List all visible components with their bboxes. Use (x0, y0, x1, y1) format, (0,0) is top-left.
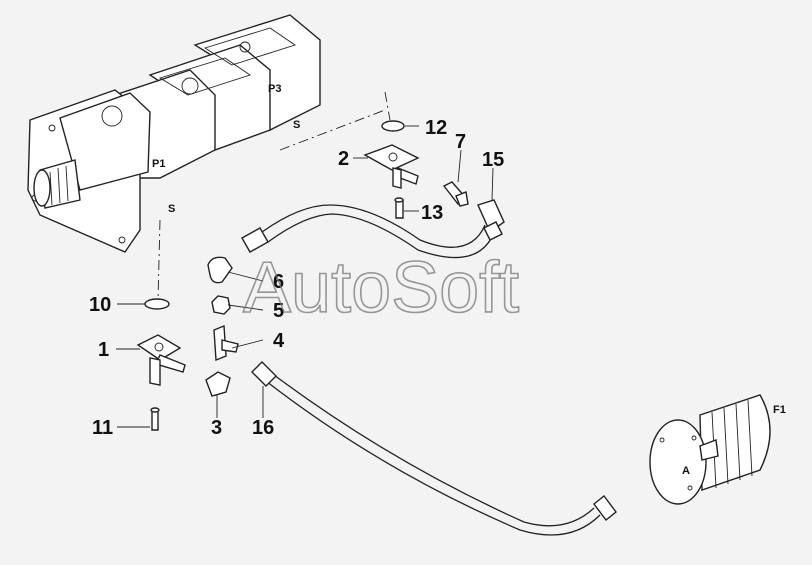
callout-7: 7 (455, 131, 466, 153)
elbow-fitting-6 (207, 256, 233, 284)
tee-fitting-4 (213, 324, 239, 362)
label-a: A (682, 465, 690, 477)
bolt-11 (150, 407, 160, 431)
label-s-upper: S (293, 119, 300, 131)
callout-4: 4 (273, 330, 285, 352)
callout-2: 2 (338, 148, 349, 170)
callout-3: 3 (211, 417, 222, 439)
bolt-13 (394, 197, 404, 219)
flange-fitting-2 (363, 144, 420, 189)
leader-lines (116, 125, 494, 428)
flange-fitting-1 (136, 334, 186, 386)
callout-6: 6 (273, 271, 284, 293)
autosoft-watermark: AutoSoft (243, 248, 519, 328)
label-p3: P3 (268, 83, 281, 95)
hose-16 (251, 361, 617, 536)
callout-15: 15 (482, 149, 504, 171)
label-f1: F1 (773, 404, 786, 416)
filter-f1 (649, 394, 771, 505)
o-ring-12 (381, 120, 405, 132)
callout-16: 16 (252, 417, 274, 439)
callout-11: 11 (92, 417, 113, 439)
component-labels: P1 P3 S S F1 A (152, 83, 786, 477)
callout-5: 5 (273, 300, 284, 322)
callout-numbers: 1 2 3 4 5 6 7 10 11 12 13 15 16 (89, 117, 504, 439)
callout-13: 13 (421, 202, 443, 224)
label-s-left: S (168, 203, 175, 215)
hose-15 (241, 199, 505, 259)
breather-valve-7 (442, 181, 469, 207)
label-p1: P1 (152, 158, 165, 170)
suction-line-markers (157, 91, 391, 301)
o-ring-10 (144, 298, 170, 310)
callout-12: 12 (425, 117, 447, 139)
nut-5 (211, 295, 231, 315)
callout-1: 1 (98, 339, 109, 361)
adapter-3 (205, 371, 231, 397)
callout-10: 10 (89, 294, 111, 316)
hydraulic-pump-assembly (27, 14, 321, 253)
